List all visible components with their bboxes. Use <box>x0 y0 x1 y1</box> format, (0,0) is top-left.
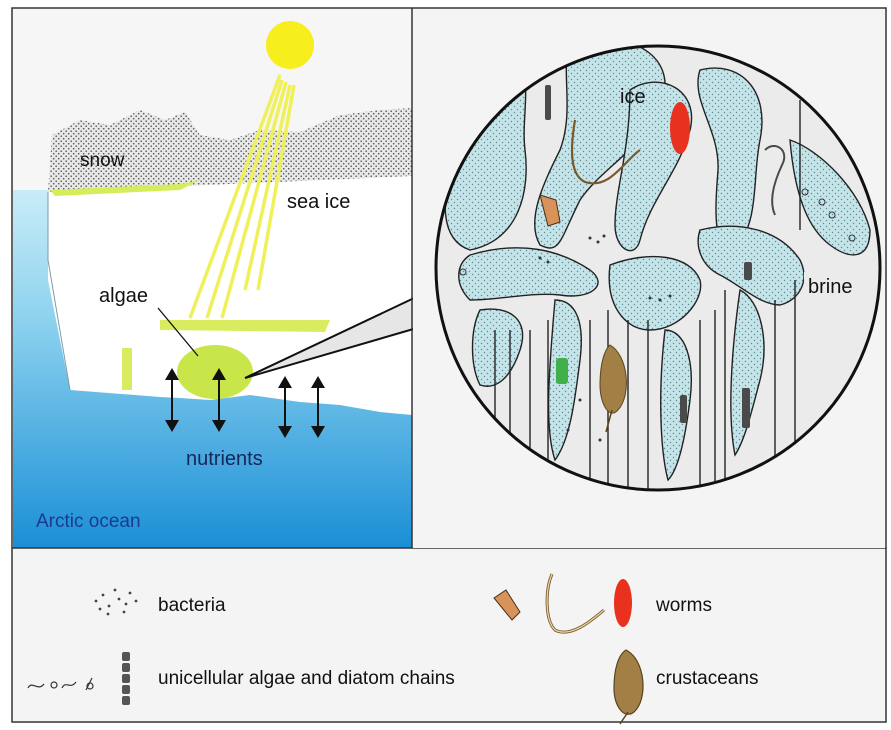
legend-worms-label: worms <box>655 595 712 616</box>
brine-label: brine <box>808 276 852 298</box>
sun-icon <box>266 21 314 69</box>
worm-icon <box>614 579 632 627</box>
algae-bottom-mass <box>177 345 253 399</box>
right-panel: ice brine <box>413 9 885 548</box>
worm-icon <box>670 102 690 154</box>
nutrients-label: nutrients <box>186 448 263 470</box>
snow-label: snow <box>80 150 125 171</box>
ice-label: ice <box>620 86 646 108</box>
diatom-chain-icon <box>122 652 130 705</box>
legend-bacteria-label: bacteria <box>158 595 226 616</box>
legend-crustaceans-label: crustaceans <box>656 668 758 689</box>
algae-vertical-streak <box>122 348 132 390</box>
left-panel: snow sea ice algae nutrients Arctic ocea… <box>13 9 472 548</box>
algae-mid-band <box>160 320 330 332</box>
algae-label: algae <box>99 285 148 307</box>
legend: bacteria worms unicellular algae and dia… <box>13 549 885 724</box>
sea-ice-label: sea ice <box>287 191 350 213</box>
ocean-label: Arctic ocean <box>36 511 141 532</box>
legend-algae-label: unicellular algae and diatom chains <box>158 668 455 689</box>
diatom-icon <box>556 358 568 384</box>
